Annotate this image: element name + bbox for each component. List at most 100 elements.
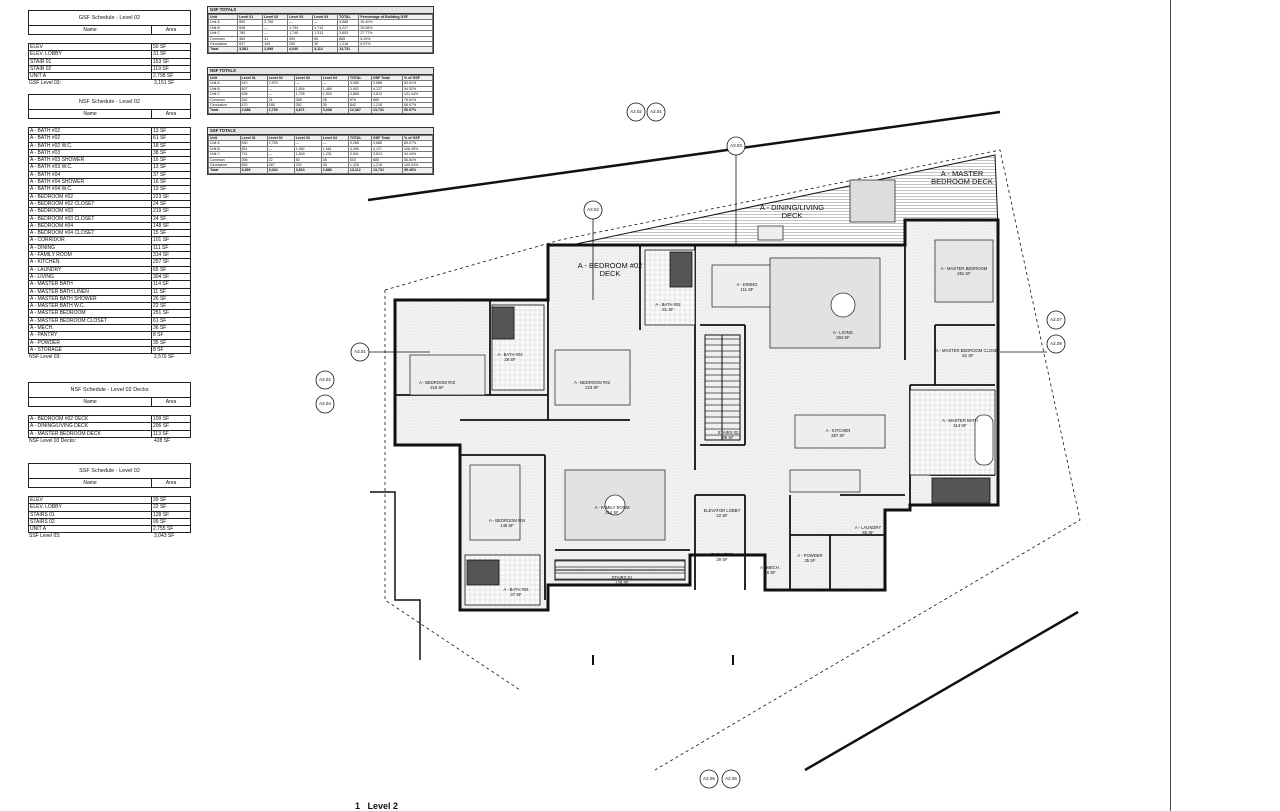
view-title-name: Level 2 — [367, 801, 399, 811]
sheet-border — [1170, 0, 1171, 811]
view-title-number: 1 — [355, 801, 361, 811]
schedule-row: A - MASTER BATH W.C.22 SF — [28, 303, 191, 311]
room-label: A - MECH.36 SF — [760, 565, 780, 575]
section-tag: A2.05 — [703, 776, 715, 781]
schedule-title: GSF Schedule - Level 02 — [28, 10, 191, 26]
totals-title: SSF TOTALS — [208, 128, 433, 135]
schedule-row: A - BATH #04 W.C.13 SF — [28, 186, 191, 194]
section-tag: A3.03 — [730, 143, 742, 148]
view-title: 1 Level 2 — [355, 801, 398, 811]
section-tag: A2.06 — [725, 776, 737, 781]
section-tag: A3.01 — [354, 349, 366, 354]
section-tag: A2.08 — [1050, 341, 1062, 346]
stairs — [554, 334, 741, 581]
schedule-total: GSF Level 03:3,151 SF — [29, 80, 175, 87]
section-tag: A3.02 — [587, 207, 599, 212]
schedule-title: SSF Schedule - Level 02 — [28, 463, 191, 479]
room-label: A - MASTER BEDROOM DECK — [931, 169, 993, 186]
schedule-row: A - BATH #02 W.C.18 SF — [28, 142, 191, 150]
section-tag: A2.02 — [630, 109, 642, 114]
schedule-row: A - MECH.36 SF — [28, 325, 191, 333]
section-tag: A2.01 — [650, 109, 662, 114]
schedule-title: NSF Schedule - Level 02 — [28, 94, 191, 110]
section-tag: A2.07 — [1050, 317, 1062, 322]
schedule-row: A - BATH #03 W.C.13 SF — [28, 164, 191, 172]
schedule-title: NSF Schedule - Level 02 Decks — [28, 382, 191, 398]
section-tag: A2.04 — [319, 401, 331, 406]
totals-title: NSF TOTALS — [208, 68, 433, 75]
schedule-total: NSF Level 03 Decks:428 SF — [29, 437, 171, 444]
property-lines — [367, 110, 1081, 772]
room-label: A - BEDROOM #02 DECK — [577, 261, 643, 278]
section-tag: A2.02 — [319, 377, 331, 382]
schedule-total: NSF Level 03:2,570 SF — [29, 354, 175, 361]
furniture — [409, 179, 994, 541]
